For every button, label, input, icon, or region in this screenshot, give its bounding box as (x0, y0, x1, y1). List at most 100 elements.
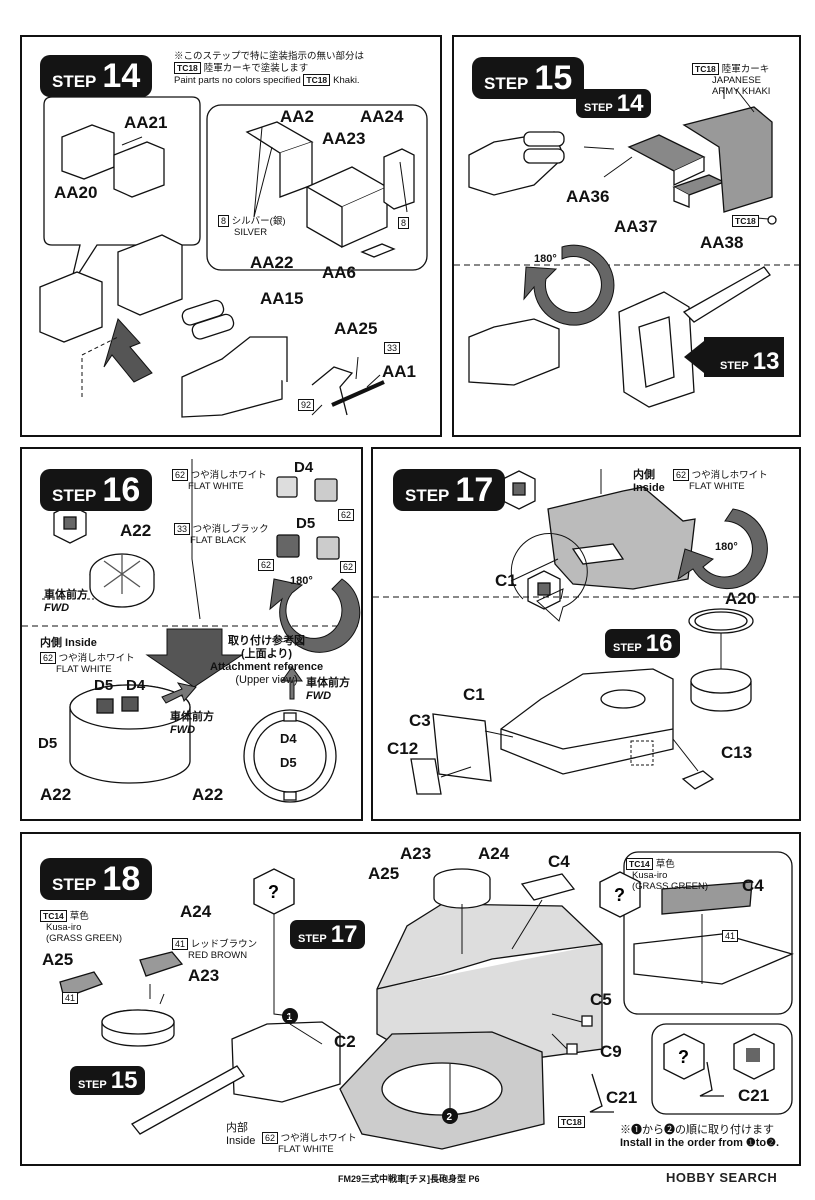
step-word: STEP (484, 74, 529, 93)
part-c5: C5 (590, 990, 612, 1009)
part-c1-top: C1 (495, 571, 517, 590)
step-number: 18 (102, 860, 141, 898)
step14-illustration (39, 96, 428, 418)
step14-badge: STEP 14 (40, 55, 153, 97)
part-d5-ring: D5 (94, 677, 114, 694)
step16-panel: STEP 16 A22 62 つや消しホワイト FLAT WHITE 33 つや… (20, 447, 363, 821)
step17-panel: STEP 17 内側 Inside 62 つや消しホワイト FLAT WHITE… (371, 447, 801, 821)
part-c4-turret: C4 (548, 852, 570, 871)
part-aa22: AA22 (250, 253, 294, 272)
step17-sub16-badge: STEP 16 (605, 629, 681, 658)
part-c2: C2 (334, 1032, 356, 1051)
part-d5-top: D5 (296, 515, 316, 532)
part-d5-left: D5 (38, 735, 58, 752)
part-aa20: AA20 (54, 183, 98, 202)
part-a25-turret: A25 (368, 864, 400, 883)
part-d4-ref: D4 (280, 731, 297, 746)
part-c9: C9 (600, 1042, 622, 1061)
step15-sub13-badge: STEP 13 (720, 348, 780, 375)
step-number: 17 (455, 471, 494, 509)
part-c21-right: C21 (738, 1086, 770, 1105)
part-aa37: AA37 (614, 217, 658, 236)
step18-illustration: ? ? ? 1 2 (59, 851, 794, 1150)
step15-sub14-badge: STEP 14 (576, 89, 652, 118)
page-footer: FM29三式中戦車[チヌ]長砲身型 P6 (338, 1174, 480, 1184)
part-c3: C3 (409, 711, 431, 730)
step16-badge: STEP 16 (40, 469, 153, 511)
part-a22-bottom: A22 (40, 785, 72, 804)
part-a22-top: A22 (120, 521, 152, 540)
step18-badge: STEP 18 (40, 858, 153, 900)
step-number: 15 (534, 59, 573, 97)
part-aa6: AA6 (322, 263, 357, 282)
tc18-small: TC18 (732, 215, 762, 227)
svg-text:?: ? (614, 885, 625, 905)
rotate-label: 180° (534, 253, 557, 265)
num62-a: 62 (338, 509, 355, 521)
part-aa21: AA21 (124, 113, 168, 132)
fwd-label-mid: 車体前方 FWD (170, 711, 214, 736)
step-word: STEP (52, 486, 97, 505)
part-aa2: AA2 (280, 107, 315, 126)
silver-note: 8 シルバー(銀) SILVER (218, 215, 285, 238)
step-number: 16 (102, 471, 141, 509)
part-aa23: AA23 (322, 129, 366, 148)
flat-black-note: 33 つや消しブラック FLAT BLACK (174, 523, 269, 546)
part-c12: C12 (387, 739, 419, 758)
part-c13: C13 (721, 743, 753, 762)
flat-white-note: 62 つや消しホワイト FLAT WHITE (172, 469, 267, 492)
step-number: 14 (102, 57, 141, 95)
fwd-label-top: 車体前方 FWD (44, 589, 88, 614)
step18-sub15-badge: STEP 15 (70, 1066, 146, 1095)
part-d5-ref: D5 (280, 755, 297, 770)
rotate-label: 180° (290, 575, 313, 587)
watermark: HOBBY SEARCH (666, 1170, 778, 1185)
flat-white-note-2: 62 つや消しホワイト FLAT WHITE (40, 652, 135, 675)
part-c21-main: C21 (606, 1088, 638, 1107)
part-aa38: AA38 (700, 233, 744, 252)
attach-reference-label: 取り付け参考図 (上面より) Attachment reference (Upp… (210, 635, 324, 686)
inside-note: 内部 Inside (226, 1122, 256, 1147)
part-c1-hull: C1 (463, 685, 485, 704)
inside-label: 内側 Inside (633, 469, 665, 494)
part-a24-turret: A24 (478, 844, 510, 863)
step15-illustration (454, 87, 799, 408)
num62-b: 62 (258, 559, 275, 571)
part-c4-right: C4 (742, 876, 764, 895)
step16-illustration (22, 459, 361, 803)
svg-text:?: ? (268, 882, 279, 902)
part-aa24: AA24 (360, 107, 404, 126)
fwd-label-right: 車体前方 FWD (306, 677, 350, 702)
part-a23-turret: A23 (400, 844, 432, 863)
install-order-note: ※❶から❷の順に取り付けます Install in the order from… (620, 1124, 780, 1149)
red-brown-note: 41 レッドブラウン RED BROWN (172, 938, 257, 961)
svg-text:?: ? (678, 1047, 689, 1067)
step18-sub17-badge: STEP 17 (290, 920, 366, 949)
flat-white-note: 62 つや消しホワイト FLAT WHITE (673, 469, 768, 492)
part-a22-ref: A22 (192, 785, 224, 804)
inside-label: 内側 Inside (40, 637, 97, 649)
paint-num-92: 92 (298, 399, 315, 411)
flat-white-note-18: 62 つや消しホワイト FLAT WHITE (262, 1132, 357, 1155)
step-word: STEP (52, 72, 97, 91)
part-a23-left: A23 (188, 966, 220, 985)
part-aa25: AA25 (334, 319, 378, 338)
num62-c: 62 (340, 561, 357, 573)
step17-illustration (373, 469, 799, 795)
svg-text:2: 2 (447, 1112, 453, 1123)
num41-right: 41 (722, 930, 739, 942)
part-d4-top: D4 (294, 459, 314, 476)
part-d4-ring: D4 (126, 677, 146, 694)
part-aa15: AA15 (260, 289, 304, 308)
part-a20: A20 (725, 589, 757, 608)
silver-num-right: 8 (398, 217, 410, 229)
step15-badge: STEP 15 (472, 57, 585, 99)
step-word: STEP (405, 486, 450, 505)
